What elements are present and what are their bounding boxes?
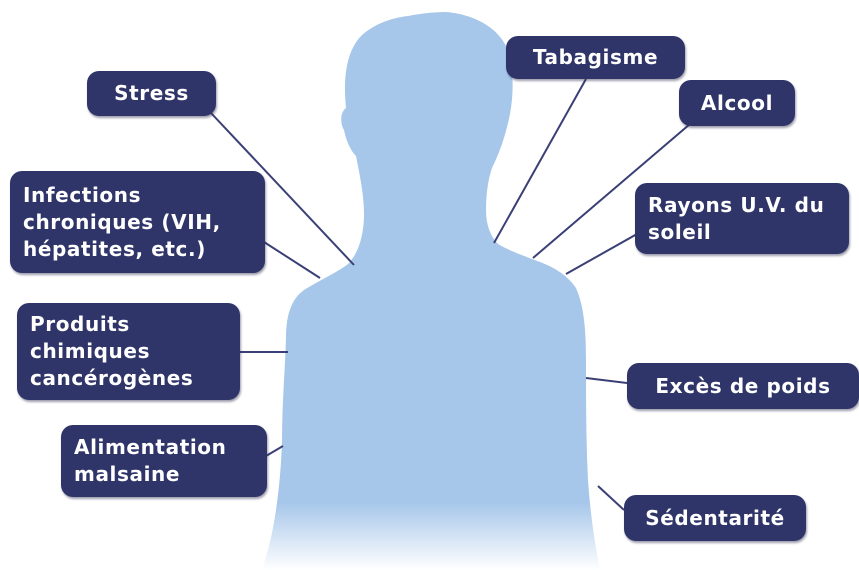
label-sedentarite-text: Sédentarité <box>645 505 785 532</box>
label-produits-chimiques: Produits chimiques cancérogènes <box>17 303 240 400</box>
label-sedentarite: Sédentarité <box>624 495 806 541</box>
label-tabagisme-text: Tabagisme <box>533 44 658 71</box>
label-stress: Stress <box>87 71 216 116</box>
label-exces-de-poids-text: Excès de poids <box>655 373 830 400</box>
label-alcool-text: Alcool <box>701 90 773 117</box>
person-silhouette <box>262 12 600 570</box>
label-tabagisme: Tabagisme <box>506 36 685 79</box>
connector-sedentarite <box>598 486 624 510</box>
label-infections-text: Infections chroniques (VIH, hépatites, e… <box>23 182 221 263</box>
label-alimentation-malsaine-text: Alimentation malsaine <box>74 434 226 488</box>
label-produits-chimiques-text: Produits chimiques cancérogènes <box>30 311 193 392</box>
connector-exces <box>586 378 627 383</box>
label-infections: Infections chroniques (VIH, hépatites, e… <box>10 171 265 273</box>
label-alcool: Alcool <box>679 80 795 126</box>
label-rayons-uv: Rayons U.V. du soleil <box>635 183 849 254</box>
label-alimentation-malsaine: Alimentation malsaine <box>61 425 267 497</box>
label-rayons-uv-text: Rayons U.V. du soleil <box>648 192 824 246</box>
label-exces-de-poids: Excès de poids <box>627 363 859 409</box>
connector-alimentation <box>266 446 283 456</box>
connector-rayons <box>566 234 637 274</box>
label-stress-text: Stress <box>114 80 189 107</box>
connector-infections <box>264 242 320 278</box>
